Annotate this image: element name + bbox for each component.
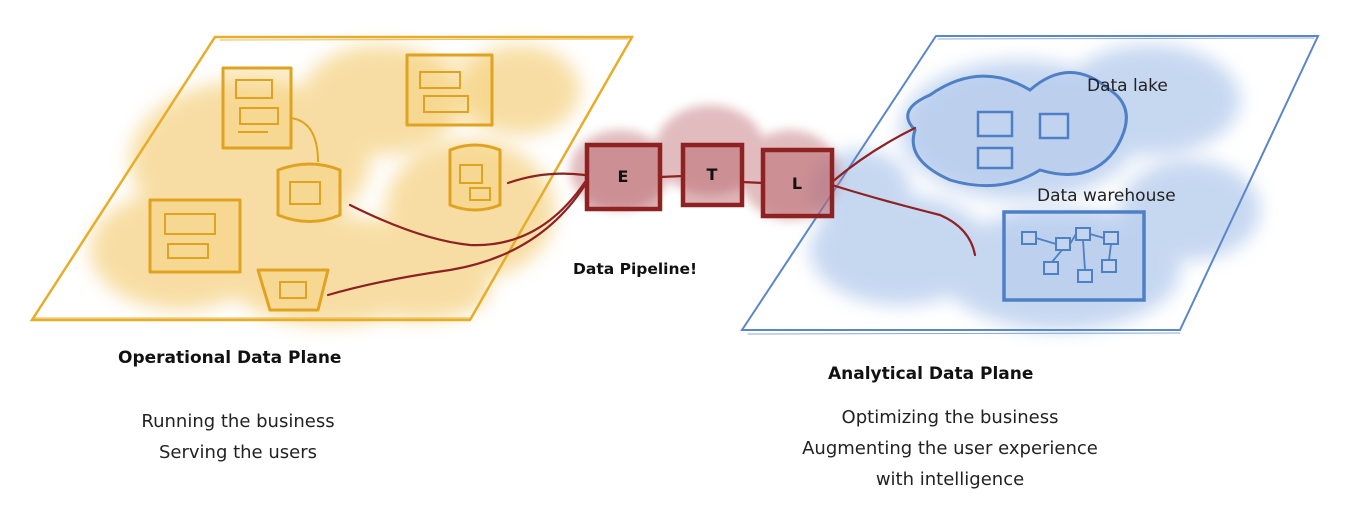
warehouse-table-5	[1043, 261, 1059, 275]
connector-from-bucket	[326, 183, 587, 297]
lake-file-3	[976, 146, 1014, 170]
stage-extract-label: E	[618, 167, 629, 186]
analytical-line-3: with intelligence	[875, 469, 1025, 490]
operational-plane-edge-sketch	[33, 38, 629, 319]
cylinder-1-content	[289, 181, 321, 205]
operational-plane-title: Operational Data Plane	[118, 348, 342, 368]
connector-e-to-t	[658, 174, 685, 179]
warehouse-table-4	[1103, 231, 1119, 245]
stage-load-label: L	[792, 174, 802, 193]
stage-load-box	[760, 147, 835, 219]
service-box-3	[148, 198, 242, 274]
connector-t-to-l	[740, 180, 765, 185]
connector-from-cylinder-2	[506, 172, 587, 185]
service-link-line	[290, 117, 319, 163]
operational-line-1: Running the business	[141, 411, 335, 432]
analytical-line-2: Augmenting the user experience	[802, 438, 1098, 459]
warehouse-table-3	[1075, 227, 1091, 241]
etl-stages: E T L	[584, 142, 835, 219]
database-bucket-3	[256, 268, 330, 312]
connector-to-data-warehouse	[830, 183, 977, 257]
analytical-plane-outline	[740, 35, 1320, 331]
analytical-plane-edge-sketch	[747, 37, 1315, 335]
lake-file-2	[1038, 112, 1070, 140]
warehouse-table-6	[1077, 269, 1093, 283]
pipeline-connectors	[326, 126, 977, 297]
service-box-2	[405, 53, 494, 127]
operational-line-2: Serving the users	[158, 442, 317, 463]
data-lake-shape	[906, 71, 1128, 188]
data-warehouse-box	[1002, 210, 1146, 302]
analytical-watercolor-wash	[810, 45, 1260, 330]
database-cylinder-1	[276, 162, 342, 223]
warehouse-relations	[1035, 233, 1112, 271]
data-warehouse-label: Data warehouse	[1037, 186, 1176, 206]
analytical-plane-title: Analytical Data Plane	[828, 364, 1034, 384]
lake-file-1	[976, 110, 1014, 138]
stage-extract-box	[584, 142, 663, 212]
analytical-plane-description: Optimizing the business Augmenting the u…	[760, 402, 1140, 495]
stage-transform-box	[680, 142, 745, 208]
warehouse-table-2	[1055, 237, 1071, 251]
service-box-3-content	[164, 213, 216, 259]
analytical-plane	[740, 35, 1320, 335]
bucket-content	[279, 281, 307, 299]
connector-to-data-lake	[830, 126, 917, 184]
warehouse-table-1	[1021, 231, 1037, 245]
operational-plane-description: Running the business Serving the users	[108, 406, 368, 468]
data-lake-label: Data lake	[1087, 76, 1168, 96]
service-box-1-content	[235, 79, 279, 133]
connector-from-cylinder-1	[348, 180, 587, 247]
operational-plane	[29, 35, 635, 325]
data-pipeline-label: Data Pipeline!	[573, 260, 698, 278]
warehouse-table-7	[1101, 259, 1117, 273]
analytical-line-1: Optimizing the business	[841, 407, 1059, 428]
service-box-2-content	[419, 71, 469, 113]
stage-transform-label: T	[707, 165, 718, 184]
database-cylinder-2	[448, 143, 502, 212]
cylinder-2-content	[459, 164, 491, 201]
operational-plane-outline	[29, 35, 635, 322]
